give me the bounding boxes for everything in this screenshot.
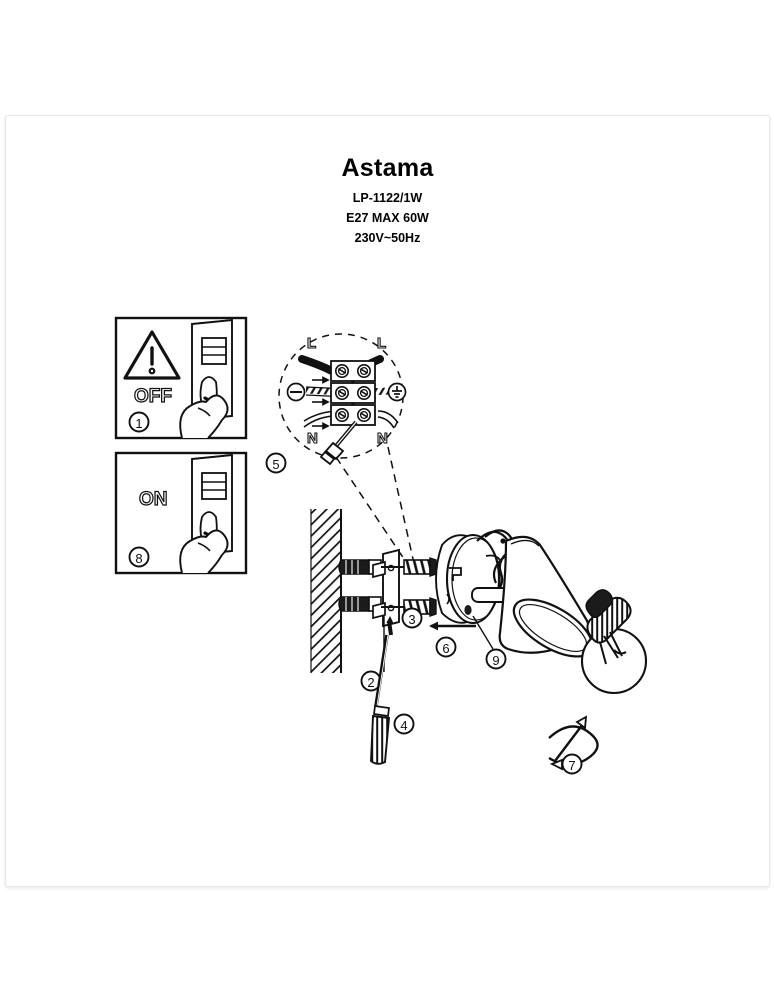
- callout-7: 7: [561, 753, 583, 775]
- minus-circle-icon: [286, 382, 306, 402]
- wall-plug-anchor-icon: [338, 559, 382, 612]
- screw-icon: [381, 557, 437, 617]
- callout-6: 6: [429, 621, 476, 658]
- svg-text:6: 6: [442, 641, 449, 656]
- step-number-5: 5: [265, 452, 287, 474]
- wiring-detail-circle: L L N N 5: [265, 333, 407, 474]
- left-arrow-icon: [429, 621, 476, 631]
- svg-text:9: 9: [492, 653, 499, 668]
- lamp-spec-text: E27 MAX 60W: [346, 211, 429, 225]
- svg-text:5: 5: [272, 457, 279, 472]
- hatched-wall-icon: [310, 509, 342, 673]
- svg-text:2: 2: [367, 675, 374, 690]
- terminal-label-neutral-right: N: [377, 430, 388, 447]
- panel-off: OFF 1: [114, 316, 248, 440]
- instruction-sheet: Astama LP-1122/1W E27 MAX 60W 230V~50Hz: [5, 115, 770, 887]
- terminal-block: [330, 360, 376, 426]
- svg-text:4: 4: [400, 718, 407, 733]
- step-number-8: 8: [128, 546, 150, 568]
- round-canopy-icon: [435, 533, 501, 625]
- model-number-text: LP-1122/1W: [352, 191, 423, 205]
- panel-on-label: ON: [139, 489, 168, 510]
- terminal-label-neutral-left: N: [307, 430, 318, 447]
- callout-9: 9: [472, 615, 507, 670]
- screwdriver-icon: [319, 420, 358, 466]
- screwdriver-tool: 4: [370, 616, 415, 765]
- earth-ground-icon: [387, 382, 407, 402]
- svg-text:7: 7: [568, 758, 575, 773]
- panel-off-label: OFF: [134, 386, 172, 407]
- light-bulb-icon: [580, 589, 648, 695]
- step-number-1: 1: [128, 411, 150, 433]
- svg-text:3: 3: [408, 612, 415, 627]
- callout-4: 4: [393, 713, 415, 735]
- assembly-diagram: OFF 1 ON: [114, 316, 648, 775]
- voltage-spec-text: 230V~50Hz: [354, 231, 421, 245]
- hand-pressing-switch-icon: [179, 318, 233, 439]
- terminal-label-live-right: L: [377, 335, 386, 352]
- rotate-arrow-icon: 7: [548, 715, 599, 775]
- svg-text:8: 8: [135, 551, 142, 566]
- detail-leader-lines: [335, 446, 416, 569]
- warning-triangle-icon: [123, 330, 181, 380]
- svg-text:1: 1: [135, 416, 142, 431]
- callout-3: 3: [401, 607, 423, 629]
- hand-pressing-switch-icon: [179, 453, 233, 574]
- cone-lamp-shade-icon: [498, 535, 594, 658]
- panel-on: ON 8: [114, 451, 248, 575]
- page-title: Astama: [341, 154, 434, 182]
- terminal-label-live-left: L: [307, 335, 316, 352]
